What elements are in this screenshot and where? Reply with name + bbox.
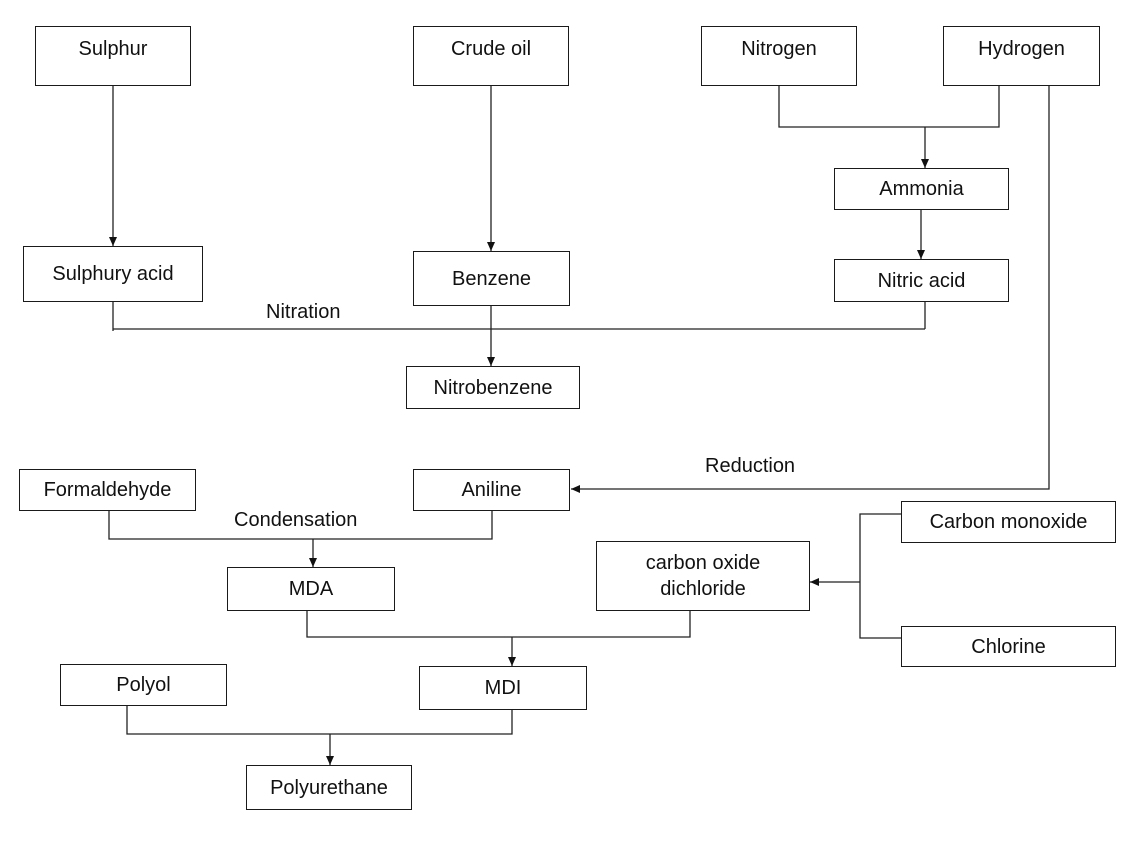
- node-formaldehyde-label: Formaldehyde: [43, 479, 172, 501]
- node-chlorine: Chlorine: [901, 626, 1116, 667]
- node-ammonia: Ammonia: [834, 168, 1009, 210]
- node-carbon-monoxide: Carbon monoxide: [901, 501, 1116, 543]
- mda-mdi-join-line: [306, 611, 691, 638]
- condensation-bus-line: [108, 511, 493, 540]
- hydrogen-reduction-line: [571, 86, 1050, 493]
- node-benzene-label: Benzene: [452, 267, 531, 290]
- node-polyol-label: Polyol: [116, 674, 171, 696]
- condensation-label: Condensation: [234, 509, 358, 531]
- node-hydrogen-label: Hydrogen: [978, 38, 1065, 60]
- node-nitrogen-label: Nitrogen: [741, 38, 817, 60]
- node-ammonia-label: Ammonia: [879, 178, 964, 200]
- node-mdi-label: MDI: [484, 677, 522, 699]
- node-crude-oil-label: Crude oil: [450, 38, 532, 60]
- node-mdi: MDI: [419, 666, 587, 710]
- node-aniline: Aniline: [413, 469, 570, 511]
- node-crude-oil: Crude oil: [413, 26, 569, 86]
- node-carbon-monoxide-label: Carbon monoxide: [929, 511, 1088, 533]
- node-nitrobenzene: Nitrobenzene: [406, 366, 580, 409]
- node-benzene: Benzene: [413, 251, 570, 306]
- node-hydrogen: Hydrogen: [943, 26, 1100, 86]
- nitration-label: Nitration: [266, 301, 341, 323]
- polyol-mdi-join-line: [126, 706, 513, 735]
- node-nitric-acid: Nitric acid: [834, 259, 1009, 302]
- node-nitrobenzene-label: Nitrobenzene: [433, 376, 553, 399]
- node-carbon-oxide-dichloride-line-2: dichloride: [660, 578, 746, 600]
- node-nitric-acid-label: Nitric acid: [877, 269, 966, 292]
- node-aniline-label: Aniline: [461, 479, 522, 501]
- node-polyurethane: Polyurethane: [246, 765, 412, 810]
- nitrogen-hydrogen-join-line: [778, 86, 1000, 128]
- node-formaldehyde: Formaldehyde: [19, 469, 196, 511]
- node-polyurethane-label: Polyurethane: [270, 776, 388, 799]
- node-sulphur-label: Sulphur: [78, 38, 148, 60]
- node-sulphur: Sulphur: [35, 26, 191, 86]
- node-carbon-oxide-dichloride: carbon oxide dichloride: [596, 541, 810, 611]
- node-mda-label: MDA: [288, 578, 334, 600]
- node-chlorine-label: Chlorine: [971, 635, 1046, 658]
- node-sulphury-acid-label: Sulphury acid: [52, 263, 174, 285]
- node-polyol: Polyol: [60, 664, 227, 706]
- node-carbon-oxide-dichloride-line-1: carbon oxide: [645, 552, 761, 574]
- co-chlorine-join-line: [859, 513, 901, 639]
- node-nitrogen: Nitrogen: [701, 26, 857, 86]
- node-mda: MDA: [227, 567, 395, 611]
- reduction-label: Reduction: [705, 455, 796, 477]
- node-sulphury-acid: Sulphury acid: [23, 246, 203, 302]
